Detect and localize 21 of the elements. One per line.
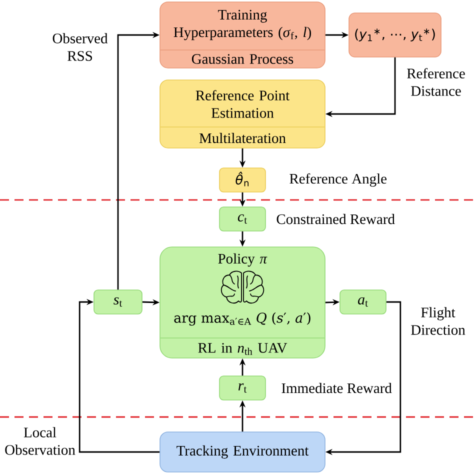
- output-box: (y$_{1}$$^{∗}$, ⋯, y$_{t}$$^{∗}$): [348, 12, 442, 58]
- process-box: Reference Point Estimation Multilateration: [160, 80, 326, 148]
- process-box: Tracking Environment: [160, 432, 326, 472]
- edge-label: Reference Distance: [403, 67, 469, 97]
- arrow: [78, 298, 160, 453]
- variable-box: c$_{t}$: [219, 206, 266, 232]
- side-label: Reference Angle: [290, 173, 387, 187]
- variable-box: s$_{t}$: [94, 290, 142, 314]
- variable-box: r$_{t}$: [219, 376, 266, 400]
- node-label: RL in n$_{th}$ UAV: [198, 343, 288, 355]
- node-label: Policy π: [218, 253, 268, 267]
- variable-box: θ̂$_{n}$: [219, 168, 266, 192]
- edge-label: Local Observation: [2, 426, 78, 456]
- variable-box: a$_{t}$: [340, 290, 386, 314]
- edge-label: Flight Direction: [407, 306, 469, 336]
- side-label: Constrained Reward: [276, 214, 395, 224]
- side-label: Immediate Reward: [282, 382, 392, 394]
- policy-box: Policy π arg max$_{a′∈A}$ Q (s′, a′) RL in n$_{th}$ UAV: [160, 246, 326, 358]
- edge-label: Observed RSS: [48, 32, 112, 62]
- process-box: Training Hyperparameters (σ$_{f}$, l) Gaussian Process: [160, 2, 326, 68]
- node-label: arg max$_{a′∈A}$ Q (s′, a′): [174, 312, 310, 326]
